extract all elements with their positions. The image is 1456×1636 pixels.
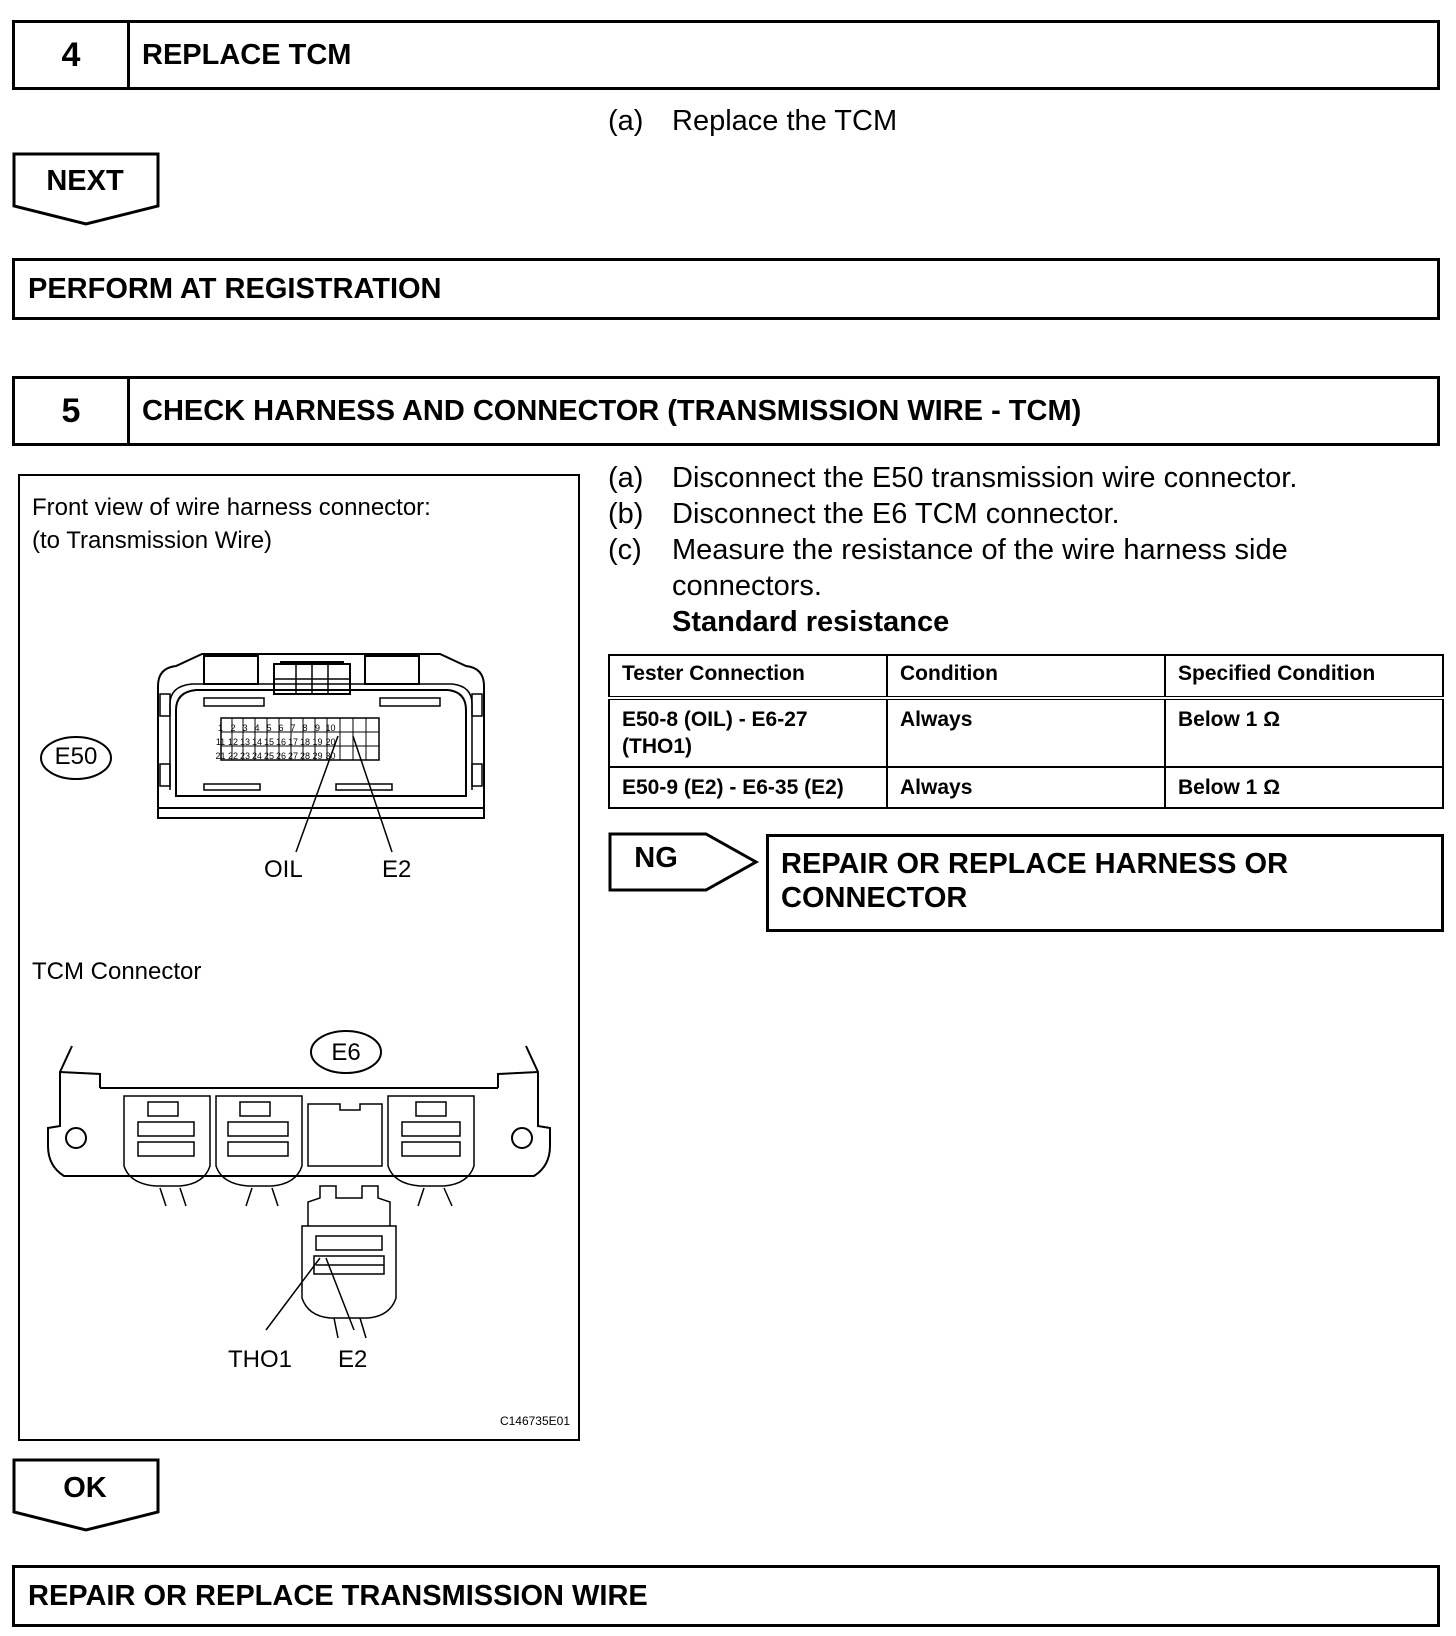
ng-label: NG bbox=[634, 842, 678, 874]
pin-number: 12 bbox=[227, 737, 238, 747]
tho1-label: THO1 bbox=[228, 1346, 293, 1373]
table-row: E50-9 (E2) - E6-35 (E2) Always Below 1 Ω bbox=[608, 766, 1444, 809]
item-text: Disconnect the E50 transmission wire con… bbox=[672, 462, 1298, 494]
table-cell: Below 1 Ω bbox=[1164, 697, 1444, 768]
pin-number: 5 bbox=[266, 723, 272, 733]
step-number: 4 bbox=[15, 23, 130, 87]
e2-label: E2 bbox=[382, 856, 412, 883]
table-cell: Always bbox=[886, 697, 1166, 768]
table-cell: E50-9 (E2) - E6-35 (E2) bbox=[608, 766, 888, 809]
table-row: E50-8 (OIL) - E6-27 (THO1) Always Below … bbox=[608, 697, 1444, 768]
oil-label: OIL bbox=[264, 856, 303, 883]
ok-label: OK bbox=[63, 1472, 107, 1504]
table-cell: Below 1 Ω bbox=[1164, 766, 1444, 809]
step-5-header: 5 CHECK HARNESS AND CONNECTOR (TRANSMISS… bbox=[12, 376, 1440, 446]
step-4-header: 4 REPLACE TCM bbox=[12, 20, 1440, 90]
item-text: Replace the TCM bbox=[672, 105, 898, 137]
figure-code: C146735E01 bbox=[499, 1414, 570, 1428]
pin-number: 28 bbox=[299, 751, 310, 761]
ng-arrow-icon bbox=[608, 832, 760, 892]
pin-number: 13 bbox=[239, 737, 250, 747]
e50-label: E50 bbox=[54, 743, 98, 770]
pin-number: 29 bbox=[312, 751, 323, 761]
pin-number: 1 bbox=[217, 723, 223, 733]
pin-number: 25 bbox=[263, 751, 274, 761]
pin-number: 20 bbox=[325, 737, 336, 747]
pin-number: 17 bbox=[287, 737, 298, 747]
standard-heading: Standard resistance bbox=[672, 606, 950, 638]
repair-transmission-wire-bar: REPAIR OR REPLACE TRANSMISSION WIRE bbox=[12, 1565, 1440, 1627]
e2-label: E2 bbox=[338, 1346, 368, 1373]
cell-text: (THO1) bbox=[622, 735, 692, 758]
pin-number: 23 bbox=[239, 751, 250, 761]
item-text: Measure the resistance of the wire harne… bbox=[672, 534, 1288, 566]
next-arrow-icon bbox=[12, 152, 160, 226]
figure-caption: (to Transmission Wire) bbox=[32, 527, 273, 554]
pin-number: 10 bbox=[325, 723, 336, 733]
pin-number: 21 bbox=[215, 751, 226, 761]
e50-connector-drawing bbox=[40, 653, 485, 853]
step-number: 5 bbox=[15, 379, 130, 443]
step-title: REPLACE TCM bbox=[142, 38, 352, 71]
item-text: Disconnect the E6 TCM connector. bbox=[672, 498, 1120, 530]
pin-number: 30 bbox=[325, 751, 336, 761]
cell-text: E50-8 (OIL) - E6-27 bbox=[622, 708, 808, 731]
item-label: (a) bbox=[608, 105, 644, 137]
ng-result-line: REPAIR OR REPLACE HARNESS OR bbox=[781, 848, 1289, 880]
pin-number: 18 bbox=[299, 737, 310, 747]
item-label: (a) bbox=[608, 462, 644, 494]
column-header: Tester Connection bbox=[608, 654, 888, 700]
pin-number: 19 bbox=[312, 737, 323, 747]
pin-number: 16 bbox=[275, 737, 286, 747]
ng-result-box: REPAIR OR REPLACE HARNESS OR CONNECTOR bbox=[766, 834, 1444, 932]
pin-number: 14 bbox=[251, 737, 262, 747]
table-cell: Always bbox=[886, 766, 1166, 809]
ng-result-line: CONNECTOR bbox=[781, 882, 968, 914]
pin-number: 2 bbox=[230, 723, 236, 733]
pin-row: 21 22 23 24 25 26 27 28 29 30 bbox=[214, 749, 364, 763]
perform-registration-bar: PERFORM AT REGISTRATION bbox=[12, 258, 1440, 320]
pin-number: 24 bbox=[251, 751, 262, 761]
item-text-continued: connectors. bbox=[672, 570, 822, 602]
pin-number: 11 bbox=[215, 737, 226, 747]
pin-number: 8 bbox=[302, 723, 308, 733]
ok-arrow-icon bbox=[12, 1458, 160, 1532]
e6-tcm-connector-drawing bbox=[47, 1030, 551, 1339]
figure-caption: Front view of wire harness connector: bbox=[32, 494, 431, 521]
pin-number: 15 bbox=[263, 737, 274, 747]
pin-number: 7 bbox=[290, 723, 296, 733]
table-header-row: Tester Connection Condition Specified Co… bbox=[608, 654, 1444, 700]
pin-number: 6 bbox=[278, 723, 284, 733]
connector-figure: Front view of wire harness connector: (t… bbox=[18, 474, 580, 1441]
pin-row: 1 2 3 4 5 6 7 8 9 10 bbox=[214, 721, 364, 735]
pin-number: 9 bbox=[314, 723, 320, 733]
pin-number: 4 bbox=[254, 723, 260, 733]
next-label: NEXT bbox=[46, 165, 124, 197]
step-title: CHECK HARNESS AND CONNECTOR (TRANSMISSIO… bbox=[142, 394, 1082, 427]
table-cell: E50-8 (OIL) - E6-27 (THO1) bbox=[608, 697, 888, 768]
column-header: Condition bbox=[886, 654, 1166, 700]
spec-table: Tester Connection Condition Specified Co… bbox=[608, 654, 1444, 809]
pin-number: 22 bbox=[227, 751, 238, 761]
item-label: (b) bbox=[608, 498, 644, 530]
pin-number: 3 bbox=[242, 723, 248, 733]
pin-number: 26 bbox=[275, 751, 286, 761]
pin-row: 11 12 13 14 15 16 17 18 19 20 bbox=[214, 735, 364, 749]
column-header: Specified Condition bbox=[1164, 654, 1444, 700]
tcm-caption: TCM Connector bbox=[32, 958, 202, 985]
pin-number: 27 bbox=[287, 751, 298, 761]
item-label: (c) bbox=[608, 534, 642, 566]
e6-label: E6 bbox=[331, 1039, 361, 1066]
